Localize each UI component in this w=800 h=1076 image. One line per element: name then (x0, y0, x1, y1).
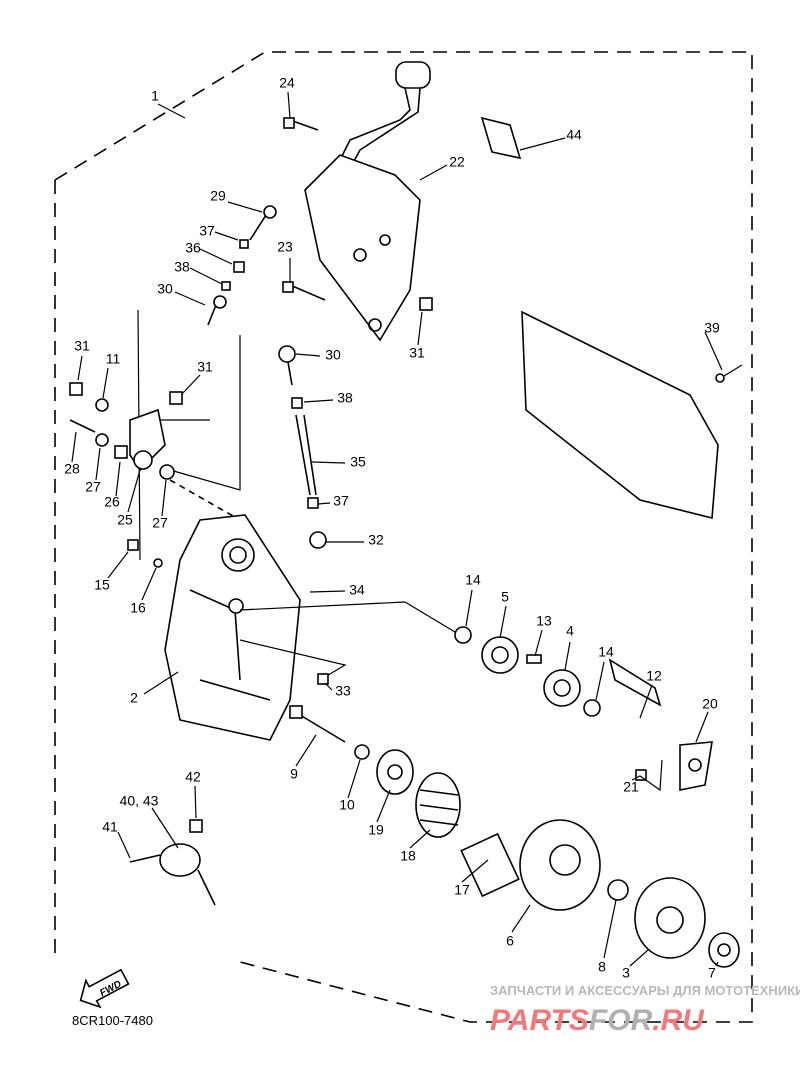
callout: 38 (174, 259, 190, 275)
watermark-brand-ru: .RU (652, 1004, 705, 1037)
callout: 15 (94, 577, 110, 593)
callout: 35 (350, 454, 366, 470)
gear-set-part (289, 626, 740, 968)
callout: 36 (185, 240, 201, 256)
callout: 44 (566, 127, 582, 143)
watermark-brand: PARTSFOR.RU (490, 1004, 705, 1037)
fwd-arrow-icon: FWD (79, 968, 130, 1009)
callout: 25 (117, 512, 133, 528)
callout: 19 (368, 822, 384, 838)
linkage-part (69, 205, 327, 561)
callout: 22 (449, 154, 465, 170)
callout: 28 (64, 461, 80, 477)
callout: 31 (409, 345, 425, 361)
callout: 33 (335, 683, 351, 699)
callout: 2 (130, 690, 138, 706)
callout: 5 (501, 589, 509, 605)
callout: 13 (536, 613, 552, 629)
callout: 30 (157, 281, 173, 297)
callout: 34 (349, 582, 365, 598)
shift-lever-part (282, 61, 433, 342)
callout: 37 (199, 223, 215, 239)
callout: 11 (106, 351, 121, 367)
sensor-part (129, 819, 216, 906)
callout: 1 (151, 88, 159, 104)
guard-plate-part (521, 310, 719, 520)
leader-lines (71, 91, 723, 967)
callout: 10 (339, 797, 355, 813)
callout: 38 (337, 390, 353, 406)
callout: 27 (85, 479, 101, 495)
callout: 30 (325, 347, 341, 363)
watermark-brand-parts: PARTS (490, 1004, 589, 1037)
callout: 26 (104, 494, 120, 510)
callout: 32 (368, 532, 384, 548)
callout: 3 (622, 965, 630, 981)
callout: 41 (102, 819, 118, 835)
callout: 23 (277, 239, 293, 255)
watermark-brand-for: FOR (589, 1004, 653, 1037)
callout-labels: 1 24 44 22 29 37 36 38 30 23 31 39 31 11… (64, 75, 720, 981)
callout: 37 (333, 493, 349, 509)
callout: 39 (704, 320, 720, 336)
callout: 31 (74, 338, 90, 354)
callout: 42 (185, 769, 201, 785)
callout: 21 (623, 779, 639, 795)
callout: 17 (454, 882, 470, 898)
callout: 16 (130, 600, 146, 616)
callout: 40, 43 (120, 793, 159, 809)
callout: 27 (152, 515, 168, 531)
callout: 4 (566, 623, 574, 639)
diagram-code: 8CR100-7480 (72, 1013, 153, 1028)
callout: 6 (506, 933, 514, 949)
assembly-boundary (54, 51, 753, 1023)
case-cover-part (127, 514, 456, 741)
callout: 24 (279, 75, 295, 91)
callout: 9 (290, 766, 298, 782)
callout: 14 (465, 572, 481, 588)
callout: 8 (598, 959, 606, 975)
callout: 18 (400, 848, 416, 864)
callout: 14 (598, 644, 614, 660)
sticker-part (480, 116, 522, 160)
callout: 29 (210, 188, 226, 204)
callout: 20 (702, 696, 718, 712)
watermark-tagline: ЗАПЧАСТИ И АКСЕССУАРЫ ДЛЯ МОТОТЕХНИКИ (490, 983, 800, 998)
callout: 12 (646, 668, 662, 684)
callout: 31 (197, 359, 213, 375)
callout: 7 (708, 965, 716, 981)
